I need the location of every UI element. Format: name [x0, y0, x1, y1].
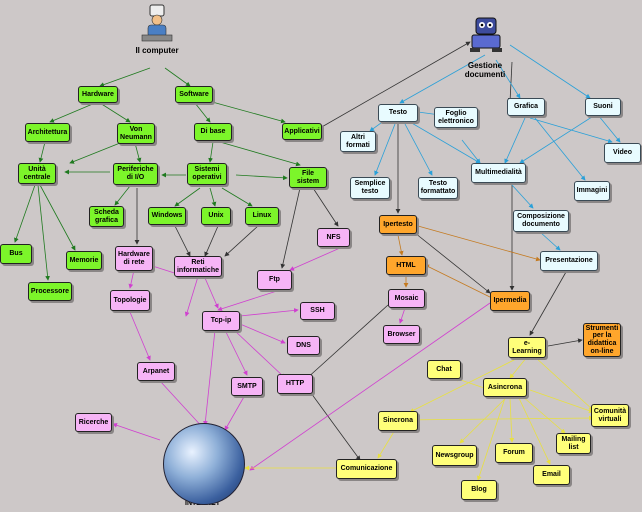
node-suoni[interactable]: Suoni: [585, 98, 621, 116]
node-von-neumann[interactable]: Von Neumann: [117, 123, 155, 144]
node-elearning[interactable]: e-Learning: [508, 337, 546, 358]
node-ricerche[interactable]: Ricerche: [75, 413, 112, 432]
node-processore[interactable]: Processore: [28, 282, 72, 301]
node-nfs[interactable]: NFS: [317, 228, 350, 247]
node-newsgroup[interactable]: Newsgroup: [432, 445, 477, 466]
node-unix[interactable]: Unix: [201, 207, 231, 225]
node-linux[interactable]: Linux: [245, 207, 279, 225]
node-sistemi-operativi[interactable]: Sistemi operativi: [187, 163, 227, 185]
node-semplice-testo[interactable]: Semplice testo: [350, 177, 390, 199]
node-periferiche[interactable]: Periferiche di I/O: [113, 163, 158, 185]
node-foglio-elettronico[interactable]: Foglio elettronico: [434, 107, 478, 128]
node-file-sistem[interactable]: File sistem: [289, 167, 327, 188]
node-reti-informatiche[interactable]: Reti informatiche: [174, 256, 222, 277]
node-unita-centrale[interactable]: Unità centrale: [18, 163, 56, 184]
node-applicativi[interactable]: Applicativi: [282, 123, 322, 140]
node-ssh[interactable]: SSH: [300, 302, 335, 320]
robot-computer-icon: [470, 17, 502, 52]
node-smtp[interactable]: SMTP: [231, 377, 263, 396]
node-ftp[interactable]: Ftp: [257, 270, 292, 290]
node-software[interactable]: Software: [175, 86, 213, 103]
node-grafica[interactable]: Grafica: [507, 98, 545, 116]
node-mailing-list[interactable]: Mailing list: [556, 433, 591, 454]
node-composizione-documento[interactable]: Composizione documento: [513, 210, 569, 232]
node-blog[interactable]: Blog: [461, 480, 497, 500]
node-asincrona[interactable]: Asincrona: [483, 378, 527, 397]
node-presentazione[interactable]: Presentazione: [540, 251, 598, 271]
node-html[interactable]: HTML: [386, 256, 426, 275]
node-tcp-ip[interactable]: Tcp-ip: [202, 311, 240, 331]
node-http[interactable]: HTTP: [277, 374, 313, 394]
node-chat[interactable]: Chat: [427, 360, 461, 379]
node-strumenti[interactable]: Strumenti per la didattica on-line: [583, 323, 621, 357]
node-comunita-virtuali[interactable]: Comunità virtuali: [591, 404, 629, 427]
node-hardware[interactable]: Hardware: [78, 86, 118, 103]
node-architettura[interactable]: Architettura: [25, 123, 70, 142]
node-windows[interactable]: Windows: [148, 207, 186, 225]
node-testo[interactable]: Testo: [378, 104, 418, 122]
gestione-documenti-title: Gestione documenti: [464, 61, 506, 80]
node-comunicazione[interactable]: Comunicazione: [336, 459, 397, 479]
node-memorie[interactable]: Memorie: [66, 251, 102, 270]
node-ipertesto[interactable]: Ipertesto: [379, 215, 417, 234]
node-email[interactable]: Email: [533, 465, 570, 485]
node-bus[interactable]: Bus: [0, 244, 32, 264]
node-scheda-grafica[interactable]: Scheda grafica: [89, 206, 124, 227]
node-browser[interactable]: Browser: [383, 325, 420, 344]
internet-globe-icon: [163, 423, 245, 505]
node-dns[interactable]: DNS: [287, 336, 320, 355]
node-forum[interactable]: Forum: [495, 443, 533, 463]
node-arpanet[interactable]: Arpanet: [137, 362, 175, 381]
node-ipermedia[interactable]: Ipermedia: [490, 291, 530, 311]
node-altri-formati[interactable]: Altri formati: [340, 131, 376, 152]
node-hardware-rete[interactable]: Hardware di rete: [115, 246, 153, 271]
node-sincrona[interactable]: Sincrona: [378, 411, 418, 431]
node-di-base[interactable]: Di base: [194, 123, 232, 141]
node-mosaic[interactable]: Mosaic: [388, 289, 425, 308]
computer-title: Il computer: [135, 46, 179, 55]
node-multimedialita[interactable]: Multimedialità: [471, 163, 526, 183]
computer-user-icon: [141, 4, 173, 42]
node-video[interactable]: Video: [604, 143, 641, 163]
node-topologie[interactable]: Topologie: [110, 290, 150, 311]
node-immagini[interactable]: Immagini: [574, 181, 610, 201]
node-testo-formattato[interactable]: Testo formattato: [418, 177, 458, 199]
